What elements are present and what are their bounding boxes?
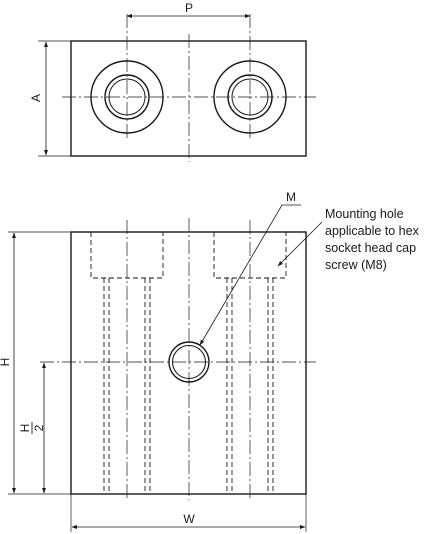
height-dimension: [8, 231, 71, 495]
top-view: [62, 14, 316, 162]
half-height-numerator: H: [18, 424, 32, 433]
thread-leader: [199, 204, 301, 346]
depth-label: A: [29, 94, 43, 102]
top-view-outline: [70, 40, 307, 157]
height-label: H: [0, 358, 12, 367]
width-label: W: [183, 512, 195, 526]
half-height-denominator: 2: [32, 424, 46, 431]
mounting-hole-leader: [277, 221, 323, 267]
right-hole-outer-circle: [227, 74, 273, 120]
mounting-hole-callout: Mounting hole applicable to hex socket h…: [325, 207, 422, 272]
callout-line-1: Mounting hole: [325, 207, 404, 221]
pitch-label: P: [185, 1, 193, 15]
left-hole-inner-circle: [108, 78, 146, 116]
width-dimension: [70, 494, 307, 532]
right-counterbore-hidden: [213, 232, 287, 279]
front-view: [40, 204, 323, 500]
right-counterbore-circle: [213, 60, 287, 134]
callout-line-4: screw (M8): [325, 258, 387, 272]
right-hole-inner-circle: [231, 78, 269, 116]
tapped-hole-inner-circle: [171, 344, 207, 380]
left-hole-outer-circle: [104, 74, 150, 120]
depth-dimension: [38, 40, 71, 157]
left-counterbore-circle: [90, 60, 164, 134]
callout-line-3: socket head cap: [325, 241, 416, 255]
callout-line-2: applicable to hex: [325, 224, 420, 238]
thread-label: M: [286, 190, 296, 204]
tapped-hole-outer-circle: [168, 341, 210, 383]
half-height-label: H 2: [18, 422, 46, 434]
front-view-outline: [70, 231, 307, 495]
left-counterbore-hidden: [90, 232, 164, 279]
